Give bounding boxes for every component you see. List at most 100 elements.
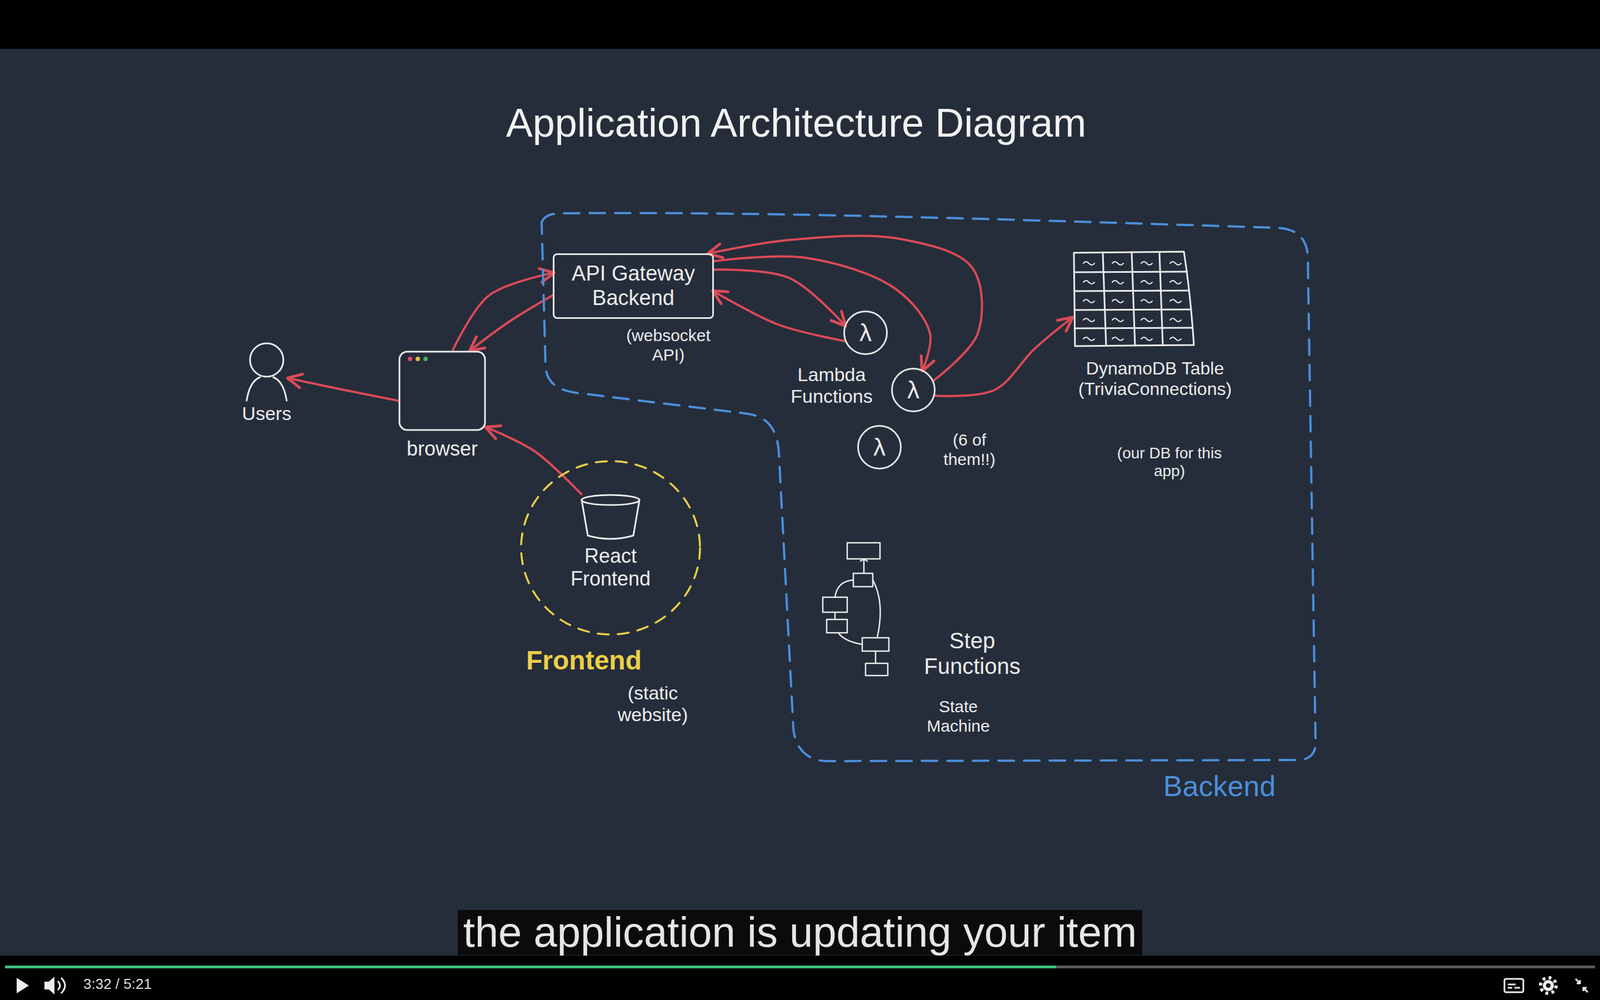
bucket-rim bbox=[581, 495, 640, 505]
node-text: λ bbox=[907, 377, 920, 403]
node-text: State Machine bbox=[911, 697, 1006, 736]
cell-squiggle bbox=[1141, 261, 1153, 265]
cell-squiggle bbox=[1112, 261, 1124, 265]
cell-squiggle bbox=[1112, 280, 1124, 284]
node-text: (our DB for this app) bbox=[1113, 444, 1225, 480]
dynamodb-table-art bbox=[1071, 250, 1197, 348]
state-box bbox=[822, 597, 848, 613]
group-label: Lambda Functions bbox=[784, 363, 879, 408]
frontend-outline bbox=[521, 461, 700, 635]
table-rule bbox=[1074, 309, 1191, 310]
arrow bbox=[708, 235, 982, 381]
cell-squiggle bbox=[1083, 318, 1095, 322]
cell-squiggle bbox=[1141, 280, 1153, 284]
lambda-circle: λ bbox=[843, 310, 888, 355]
cell-squiggle bbox=[1112, 337, 1124, 341]
cell-squiggle bbox=[1170, 318, 1182, 322]
node-text: DynamoDB Table (TriviaConnections) bbox=[1060, 358, 1250, 400]
video-ground bbox=[0, 48, 1600, 956]
gear-hole bbox=[1546, 983, 1551, 988]
cell-squiggle bbox=[1083, 280, 1095, 284]
arrow bbox=[452, 272, 553, 350]
frontend-ring: React FrontendFrontend(static website) bbox=[519, 458, 702, 637]
cell-squiggle bbox=[1083, 261, 1095, 265]
cell-squiggle bbox=[1141, 318, 1153, 322]
volume-waves bbox=[57, 977, 65, 994]
user-icon-art bbox=[244, 341, 289, 403]
state-box bbox=[847, 542, 880, 559]
table-rule bbox=[1074, 290, 1189, 292]
cell-squiggle bbox=[1170, 299, 1182, 303]
arrow bbox=[713, 256, 931, 370]
node-text: λ bbox=[873, 435, 886, 460]
gear-body bbox=[1542, 980, 1554, 992]
captions-icon bbox=[1504, 978, 1524, 993]
cell-squiggle bbox=[1141, 337, 1153, 341]
table-rule bbox=[1102, 252, 1107, 346]
node-text: (websocket API) bbox=[615, 326, 722, 365]
arrow bbox=[713, 269, 845, 325]
cell-squiggle bbox=[1083, 299, 1095, 303]
arrow bbox=[486, 427, 582, 495]
cell-squiggle bbox=[1170, 280, 1182, 284]
time-readout: 3:32 / 5:21 bbox=[83, 976, 206, 993]
state-box bbox=[853, 573, 873, 587]
table-rule bbox=[1074, 327, 1193, 329]
browser-window-art bbox=[397, 350, 487, 432]
node-text: Users bbox=[222, 402, 312, 425]
window-dot bbox=[415, 356, 420, 362]
node-text: API Gateway Backend bbox=[564, 261, 703, 310]
caption: the application is updating your item bbox=[457, 910, 1143, 955]
play-icon bbox=[16, 977, 29, 994]
table-outline bbox=[1073, 251, 1194, 347]
browser-window: browser bbox=[397, 350, 487, 432]
node-text: Step Functions bbox=[908, 627, 1037, 679]
bucket-icon-art bbox=[578, 493, 643, 540]
gear-teeth bbox=[1540, 977, 1557, 994]
table-rule bbox=[1159, 252, 1163, 346]
node-text: (static website) bbox=[605, 682, 700, 726]
dynamodb-table: DynamoDB Table (TriviaConnections)(our D… bbox=[1071, 250, 1197, 348]
arrow bbox=[288, 378, 398, 401]
table-rule bbox=[1131, 252, 1135, 346]
window-frame bbox=[399, 351, 485, 430]
node-text: Frontend bbox=[500, 645, 668, 676]
node-text: Backend bbox=[1136, 770, 1303, 804]
cell-squiggle bbox=[1112, 299, 1124, 303]
note-label: (6 of them!!) bbox=[933, 430, 1006, 469]
arrow bbox=[935, 318, 1072, 397]
state-box bbox=[862, 637, 889, 652]
captions-lines bbox=[1507, 984, 1520, 988]
progress-played bbox=[5, 965, 1057, 969]
user-icon: Users bbox=[244, 341, 289, 403]
arrow bbox=[713, 291, 845, 342]
arrow bbox=[470, 295, 553, 350]
cell-squiggle bbox=[1141, 299, 1153, 303]
gateway-box: API Gateway Backend(websocket API) bbox=[552, 253, 714, 319]
cell-squiggle bbox=[1083, 337, 1095, 341]
bucket-body bbox=[581, 500, 640, 539]
node-text: browser bbox=[381, 437, 504, 460]
lambda-circle: λ bbox=[891, 367, 936, 413]
fullscreen-icon bbox=[1575, 978, 1588, 993]
state-box bbox=[865, 663, 888, 676]
user-head bbox=[250, 343, 284, 377]
node-text: λ bbox=[859, 320, 872, 345]
table-rule bbox=[1074, 271, 1188, 273]
user-body bbox=[246, 377, 287, 401]
cell-squiggle bbox=[1112, 318, 1124, 322]
progress-track bbox=[5, 965, 1595, 969]
bucket-icon: React Frontend bbox=[578, 493, 643, 540]
node-text: React Frontend bbox=[560, 544, 661, 591]
cell-squiggle bbox=[1170, 337, 1182, 341]
window-dot bbox=[407, 356, 413, 362]
window-dot bbox=[423, 356, 428, 362]
diagram-title: Application Architecture Diagram bbox=[240, 100, 1352, 147]
volume-icon bbox=[44, 976, 55, 995]
state-links bbox=[835, 558, 880, 664]
state-box bbox=[826, 619, 848, 633]
cell-squiggle bbox=[1170, 261, 1182, 265]
state-machine-art bbox=[821, 541, 891, 678]
